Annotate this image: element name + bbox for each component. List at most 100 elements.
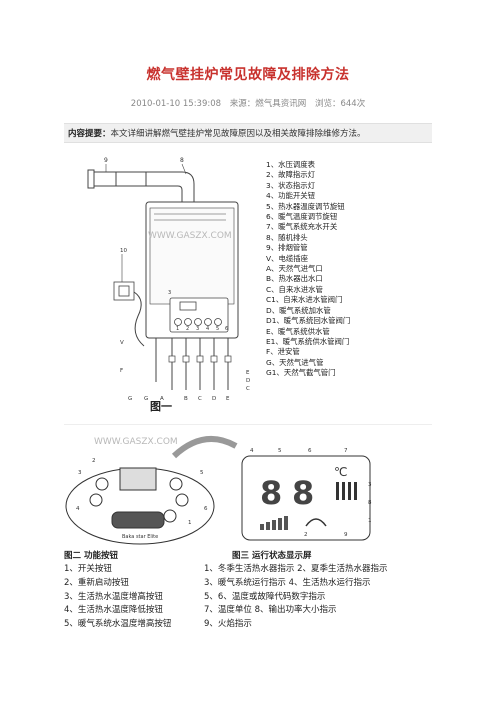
pipe-valves: [168, 355, 232, 363]
panel-brand: Baka star Elite: [122, 534, 158, 540]
display-digit-2: 8: [292, 474, 314, 512]
figure2-caption: 图二 功能按钮: [64, 551, 118, 561]
letter-F: F: [120, 368, 123, 374]
legend-item: C、自来水进水管: [266, 284, 323, 294]
display-indicator-item: 7、温度单位 8、输出功率大小指示: [204, 605, 337, 616]
publish-date: 2010-01-10 15:39:08: [130, 99, 222, 109]
summary-text: 本文详细讲解燃气壁挂炉常见故障原因以及相关故障排除维修方法。: [110, 129, 366, 139]
display-indicator-item: 1、冬季生活热水器指示 2、夏季生活热水器指示: [204, 564, 388, 574]
callout-8: 8: [180, 157, 184, 164]
legend-item: 7、暖气系统充水开关: [266, 222, 338, 232]
figure2-list: 1、开关按钮 2、重新启动按钮 3、生活热水温度增高按钮 4、生活热水温度降低按钮 5、…: [64, 563, 171, 632]
legend-item: 1、水压调度表: [266, 160, 316, 169]
disp-callout-4: 4: [250, 448, 254, 454]
article-title: 燃气壁挂炉常见故障及排除方法: [146, 67, 350, 83]
panel-button-4: 4: [206, 326, 209, 332]
flame-bars: [260, 516, 288, 530]
section-divider: [64, 424, 432, 425]
legend-item: V、电缆插座: [266, 253, 309, 263]
disp-callout-7: 7: [344, 448, 348, 454]
letter-V: V: [120, 340, 124, 346]
pipes: [155, 338, 229, 390]
legend-item: D、暖气系统加水管: [266, 305, 331, 315]
letter-C: C: [198, 396, 202, 402]
legend-item: 8、随机排头: [266, 232, 308, 242]
function-panel: [65, 467, 215, 545]
letter-B: B: [184, 396, 188, 402]
panel-callout-3: 3: [168, 290, 171, 296]
legend-item: B、热水器出水口: [266, 274, 323, 284]
status-display: [241, 455, 371, 541]
letter-E: E: [226, 396, 230, 402]
function-button-item: 4、生活热水温度降低按钮: [64, 605, 163, 616]
panel-button-1: 1: [176, 326, 179, 332]
display-digit-1: 8: [260, 474, 282, 512]
letter-D: D: [212, 396, 216, 402]
letter-A: A: [160, 396, 164, 402]
callout-10: 10: [120, 248, 127, 254]
view-count: 浏览：644次: [314, 99, 366, 109]
summary-box: 内容提要：本文详细讲解燃气壁挂炉常见故障原因以及相关故障排除维修方法。: [64, 123, 432, 143]
legend-item: E1、暖气系统供水管阀门: [266, 336, 350, 346]
letter-G-2: G: [144, 396, 148, 402]
legend-item: G1、天然气截气管门: [266, 368, 336, 378]
function-button-item: 2、重新启动按钮: [64, 577, 129, 588]
panel-button-6: 6: [225, 326, 228, 332]
function-button-item: 1、开关按钮: [64, 564, 112, 574]
legend-item: 2、故障指示灯: [266, 170, 316, 180]
figure1-caption: 图一: [150, 400, 172, 413]
control-and-display-figures: WWW.GASZX.COM Baka star Elite 3 4 5 6 2 …: [65, 436, 372, 545]
letter-D-right: D: [246, 378, 250, 384]
disp-callout-9: 9: [344, 532, 348, 538]
disp-callout-5: 5: [278, 448, 282, 454]
temp-unit: ℃: [334, 465, 347, 479]
article-source[interactable]: 来源：燃气具资讯网: [229, 99, 307, 109]
electrical-socket: [113, 281, 135, 301]
panel-button-2: 2: [186, 326, 189, 332]
legend-item: 5、热水器温度调节旋钮: [266, 201, 345, 211]
legend-item: E、暖气系统供水管: [266, 326, 330, 336]
flue-pipe: [87, 169, 195, 203]
func-callout-3: 3: [78, 470, 82, 476]
display-indicator-item: 9、火焰指示: [204, 619, 252, 630]
legend-item: D1、暖气系统回水管阀门: [266, 316, 351, 326]
callout-9: 9: [104, 157, 108, 164]
watermark-2: WWW.GASZX.COM: [94, 437, 178, 447]
panel-button-3: 3: [196, 326, 199, 332]
legend-item: 9、排烟管管: [266, 243, 308, 253]
disp-callout-6: 6: [308, 448, 312, 454]
article-meta: 2010-01-10 15:39:08 来源：燃气具资讯网 浏览：644次: [0, 97, 496, 109]
power-cable: [133, 291, 145, 347]
legend-item: G、天然气进气管: [266, 357, 324, 367]
legend-item: C1、自来水进水管阀门: [266, 295, 343, 305]
radiator-icon: [305, 518, 327, 527]
wall-letters: V F G G A B C D E E D C: [120, 340, 250, 402]
panel-button-5: 5: [216, 326, 219, 332]
watermark: WWW.GASZX.COM: [148, 231, 232, 241]
function-button-item: 5、暖气系统水温度增高按钮: [64, 619, 172, 630]
disp-callout-1: 1: [368, 518, 372, 524]
legend-item: 6、暖气温度调节旋钮: [266, 212, 338, 222]
legend-item: A、天然气进气口: [266, 264, 323, 274]
func-callout-1: 1: [188, 520, 192, 526]
disp-callout-2: 2: [304, 532, 308, 538]
legend-item: F、泄安管: [266, 347, 300, 357]
letter-G-1: G: [128, 396, 132, 402]
figure3-caption: 图三 运行状态显示屏: [232, 551, 312, 561]
power-bars: [336, 482, 357, 500]
legend-item: 4、功能开关钮: [266, 191, 316, 201]
func-callout-5: 5: [200, 470, 204, 476]
func-callout-6: 6: [204, 506, 208, 512]
func-callout-4: 4: [76, 506, 80, 512]
legend-item: 3、状态指示灯: [266, 180, 316, 190]
letter-E-right: E: [246, 370, 250, 376]
disp-callout-3: 3: [368, 482, 372, 488]
function-button-item: 3、生活热水温度增高按钮: [64, 591, 163, 602]
control-panel: [169, 297, 229, 333]
summary-label: 内容提要：: [68, 129, 111, 139]
disp-callout-8: 8: [368, 500, 372, 506]
func-callout-2: 2: [92, 458, 96, 464]
display-indicator-item: 5、6、温度或故障代码数字指示: [204, 591, 326, 602]
